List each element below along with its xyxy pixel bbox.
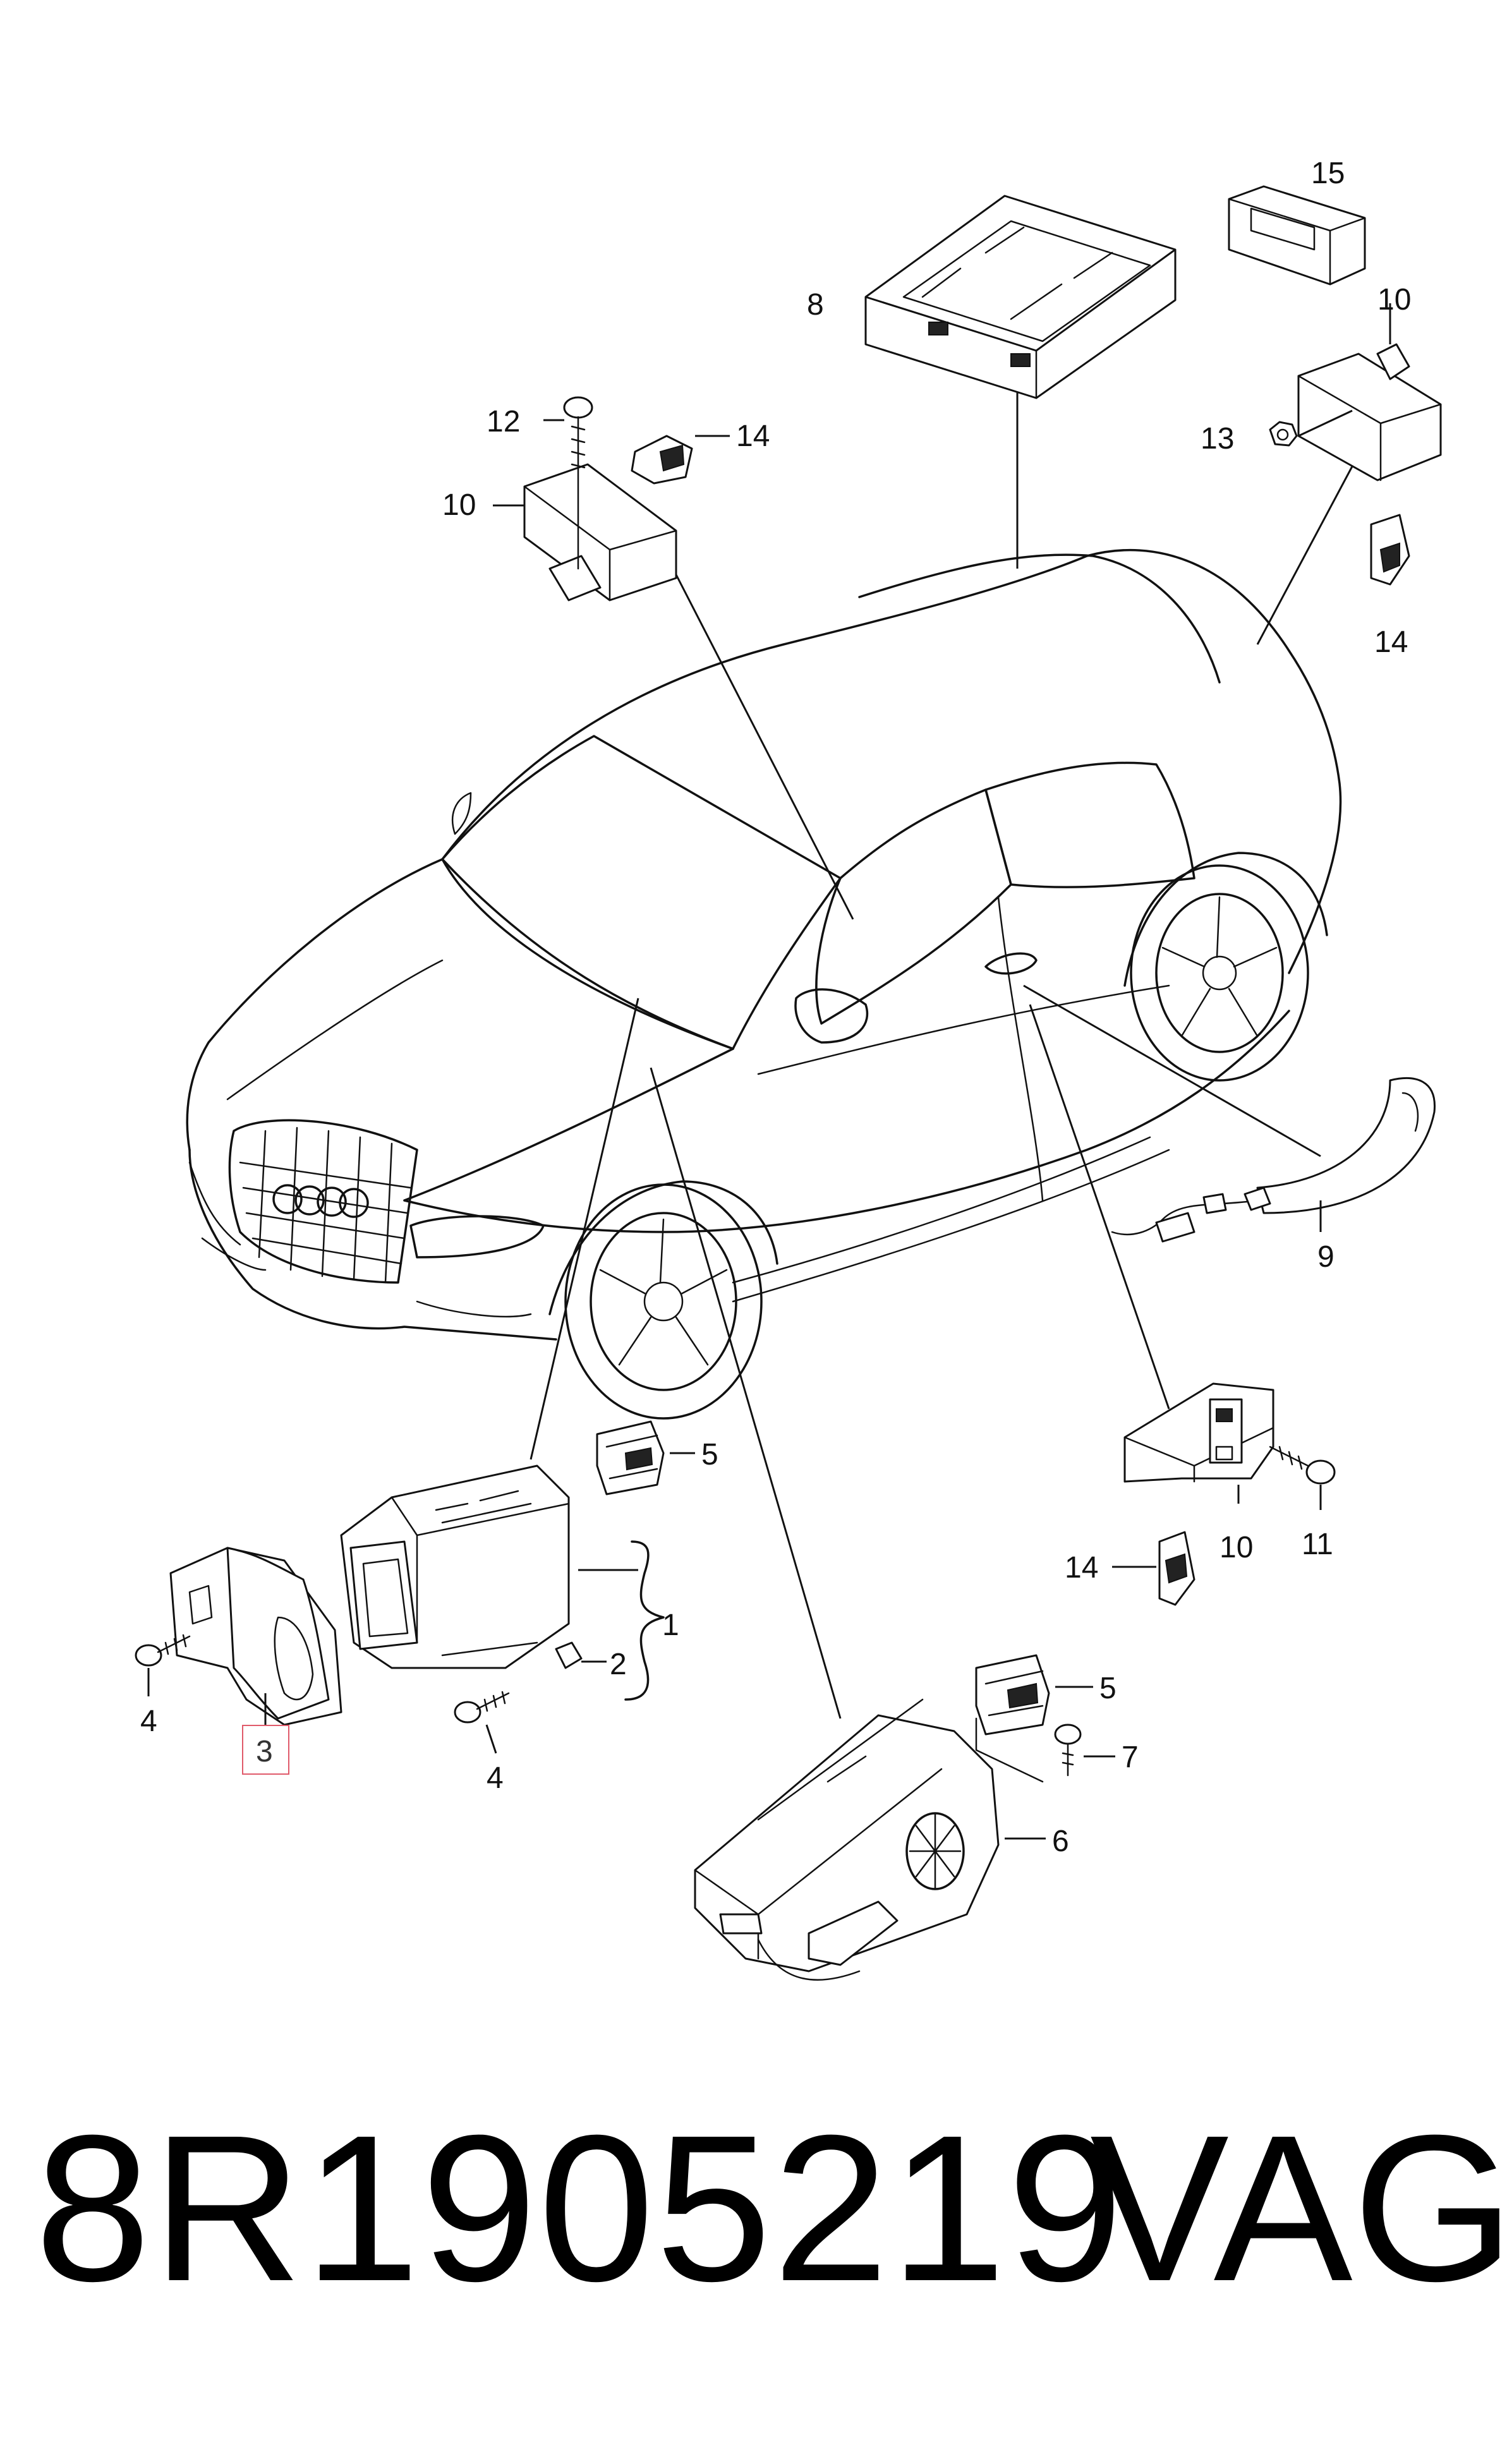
callout-10-upper-left: 10 (442, 488, 476, 522)
callout-14-upper-left: 14 (736, 420, 770, 453)
part-10-antenna-upper-right (1297, 343, 1442, 481)
callout-7: 7 (1122, 1741, 1139, 1774)
front-wheel (564, 1183, 763, 1420)
callout-3: 3 (256, 1735, 273, 1768)
part-14-connector-lower-right (1158, 1531, 1195, 1606)
leader-13-upper (1298, 409, 1353, 437)
callout-6: 6 (1052, 1825, 1069, 1858)
part-4-screw-right (454, 1691, 510, 1724)
part-number: 8R1905219 (35, 2091, 1125, 2324)
speaker-grille (905, 1812, 965, 1890)
part-10-antenna-lower-right (1123, 1382, 1274, 1483)
callout-8: 8 (807, 288, 824, 322)
part-14-connector-upper-left (631, 435, 693, 485)
callout-1: 1 (662, 1609, 679, 1642)
part-7-screw (1054, 1724, 1082, 1777)
callout-10-upper-right: 10 (1377, 283, 1411, 317)
part-5-connector-upper (596, 1420, 665, 1495)
callout-9: 9 (1317, 1240, 1335, 1274)
callout-4-right: 4 (487, 1761, 504, 1795)
brand-label: VAG (1090, 2091, 1507, 2324)
callout-14-lower-right: 14 (1065, 1551, 1098, 1585)
part-12-screw (563, 396, 593, 570)
part-5-connector-lower (975, 1654, 1050, 1736)
callout-2: 2 (610, 1648, 627, 1681)
part-4-screw-left (135, 1634, 191, 1667)
callout-14-upper-right: 14 (1374, 625, 1408, 659)
callout-5-lower: 5 (1099, 1672, 1117, 1705)
callout-5-upper: 5 (701, 1438, 718, 1471)
brace-1 (624, 1540, 665, 1701)
part-6-alarm-horn (694, 1698, 1000, 1981)
rear-wheel (1130, 864, 1309, 1082)
part-1-control-unit (340, 1465, 570, 1669)
part-13-nut (1269, 421, 1298, 447)
rings-logo (272, 1184, 369, 1218)
leader-5-lower-bracket (975, 1717, 1044, 1783)
callout-10-lower-right: 10 (1220, 1531, 1253, 1564)
part-10-antenna-upper-left (523, 463, 677, 601)
part-2-clip (555, 1641, 583, 1669)
callout-4-left: 4 (140, 1705, 157, 1738)
callout-13: 13 (1201, 422, 1234, 456)
callout-11: 11 (1302, 1528, 1333, 1561)
car-illustration (186, 548, 1342, 1420)
callout-labels: 8 15 10 13 14 12 14 10 9 5 1 2 3 4 4 5 7… (140, 157, 1411, 1858)
part-11-screw (1269, 1446, 1336, 1485)
part-3-bracket (169, 1547, 342, 1726)
part-15-cover (1228, 185, 1366, 286)
highlight-box (242, 1725, 289, 1775)
grille-pattern (239, 1126, 412, 1284)
part-14-connector-upper-right (1370, 514, 1410, 586)
part-9-handle-sensor (1111, 1077, 1436, 1243)
leader-4-right (485, 1724, 497, 1754)
part-8-control-unit (864, 195, 1177, 399)
callout-15: 15 (1311, 157, 1345, 190)
callout-12: 12 (487, 405, 520, 438)
